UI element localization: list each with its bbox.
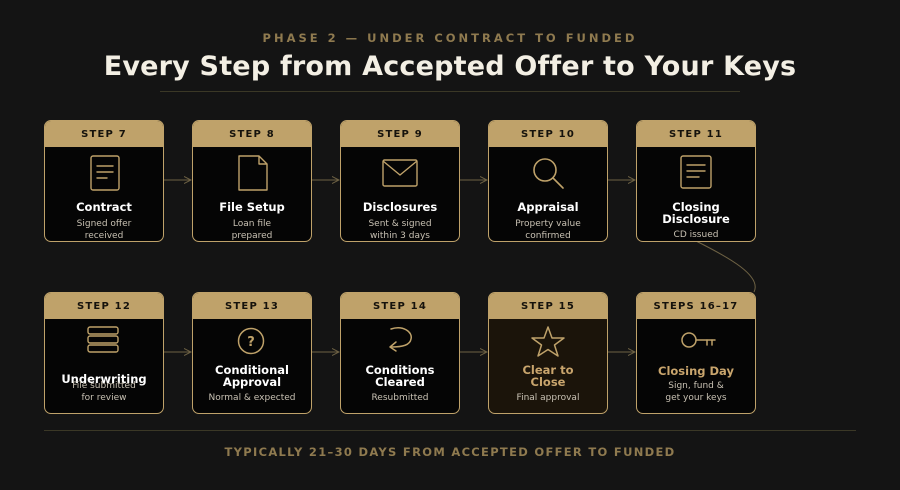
step-title: Contract	[76, 200, 132, 214]
document-icon	[680, 155, 712, 189]
step-card-14: STEP 14 Conditions Cleared Resubmitted	[340, 292, 460, 414]
step-title: Conditions	[365, 363, 435, 377]
return-arrow-icon	[389, 327, 412, 352]
step-card-15: STEP 15 Clear to Close Final approval	[488, 292, 608, 414]
step-card-9: STEP 9 Disclosures Sent & signed within …	[340, 120, 460, 242]
step-desc-line: File submitted	[72, 381, 136, 391]
step-label: STEP 13	[193, 293, 311, 319]
step-desc-line: for review	[81, 393, 127, 403]
step-card-11: STEP 11 Closing Disclosure CD issued	[636, 120, 756, 242]
step-desc-line: Final approval	[516, 393, 580, 403]
step-desc-line: Sign, fund &	[668, 381, 724, 391]
footer-divider	[44, 430, 856, 431]
step-desc-line: confirmed	[525, 231, 571, 241]
step-desc-line: prepared	[231, 231, 273, 241]
step-label: STEP 10	[489, 121, 607, 147]
step-card-7: STEP 7 Contract Signed offer received	[44, 120, 164, 242]
step-desc-line: get your keys	[665, 393, 727, 403]
step-title: File Setup	[219, 200, 285, 214]
step-title: Clear to	[522, 363, 574, 377]
step-label: STEP 7	[45, 121, 163, 147]
step-desc-line: Signed offer	[76, 219, 132, 229]
step-desc-line: Resubmitted	[371, 393, 429, 403]
step-card-8: STEP 8 File Setup Loan file prepared	[192, 120, 312, 242]
step-card-16-17: STEPS 16–17 Closing Day Sign, fund & get…	[636, 292, 756, 414]
step-title: Underwriting	[61, 372, 147, 386]
step-title: Cleared	[375, 375, 425, 389]
phase-label: PHASE 2 — UNDER CONTRACT TO FUNDED	[262, 31, 638, 45]
question-icon: ?	[237, 327, 265, 355]
step-title: Closing	[672, 200, 720, 214]
step-title: Disclosure	[662, 212, 730, 226]
document-icon	[90, 155, 120, 191]
step-card-10: STEP 10 Appraisal Property value confirm…	[488, 120, 608, 242]
key-icon	[681, 332, 716, 348]
step-card-12: STEP 12 Underwriting File submitted for …	[44, 292, 164, 414]
step-title: Conditional	[215, 363, 289, 377]
step-title: Approval	[222, 375, 282, 389]
star-icon	[531, 326, 565, 357]
step-title: Disclosures	[362, 200, 438, 214]
step-title: Closing Day	[658, 364, 734, 378]
step-desc-line: CD issued	[673, 230, 719, 240]
step-label: STEP 11	[637, 121, 755, 147]
step-label: STEP 8	[193, 121, 311, 147]
step-desc-line: Property value	[515, 219, 581, 229]
step-desc-line: within 3 days	[370, 231, 430, 241]
step-title: Close	[530, 375, 566, 389]
step-label: STEP 15	[489, 293, 607, 319]
step-desc-line: received	[84, 231, 124, 241]
step-desc-line: Loan file	[232, 219, 272, 229]
file-icon	[238, 155, 268, 191]
step-desc-line: Sent & signed	[368, 219, 432, 229]
page-title: Every Step from Accepted Offer to Your K…	[103, 51, 797, 82]
footer-note: TYPICALLY 21–30 DAYS FROM ACCEPTED OFFER…	[224, 445, 676, 459]
step-desc-line: Normal & expected	[208, 393, 296, 403]
step-title: Appraisal	[517, 200, 579, 214]
svg-text:?: ?	[247, 335, 255, 350]
envelope-icon	[382, 159, 418, 187]
step-card-13: STEP 13 ? Conditional Approval Normal & …	[192, 292, 312, 414]
step-label: STEP 9	[341, 121, 459, 147]
magnifier-icon	[533, 158, 564, 189]
title-divider	[160, 91, 740, 92]
step-label: STEPS 16–17	[637, 293, 755, 319]
step-label: STEP 14	[341, 293, 459, 319]
step-label: STEP 12	[45, 293, 163, 319]
connector-row-wrap	[695, 240, 756, 293]
stack-icon	[87, 326, 119, 353]
